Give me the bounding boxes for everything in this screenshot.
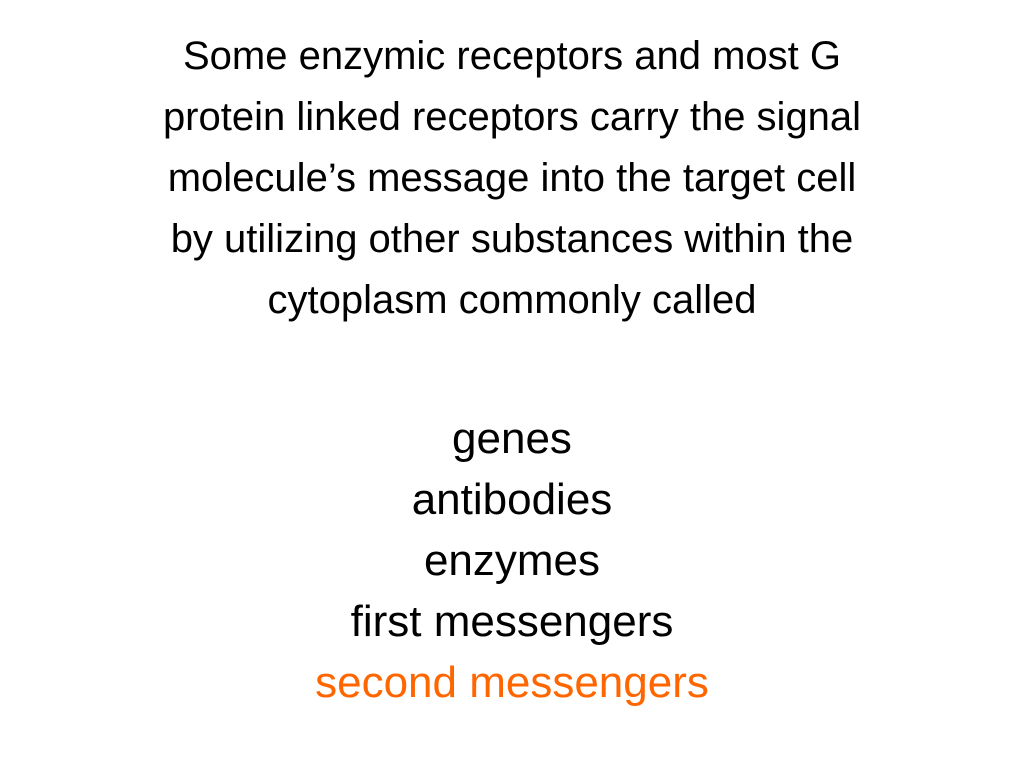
answer-option-genes: genes: [452, 414, 572, 463]
answer-option-enzymes: enzymes: [423, 536, 601, 585]
question-line: molecule’s message into the target cell: [167, 156, 857, 200]
answer-list: genes antibodies enzymes first messenger…: [0, 408, 1024, 713]
question-line: cytoplasm commonly called: [267, 278, 757, 322]
answer-option-antibodies: antibodies: [411, 475, 613, 524]
question-line: Some enzymic receptors and most G: [182, 34, 842, 78]
answer-option-second-messengers-correct: second messengers: [315, 658, 709, 707]
question-line: by utilizing other substances within the: [170, 217, 854, 261]
question-line: protein linked receptors carry the signa…: [162, 95, 862, 139]
answer-option-first-messengers: first messengers: [350, 597, 674, 646]
question-text: Some enzymic receptors and most G protei…: [40, 26, 984, 331]
